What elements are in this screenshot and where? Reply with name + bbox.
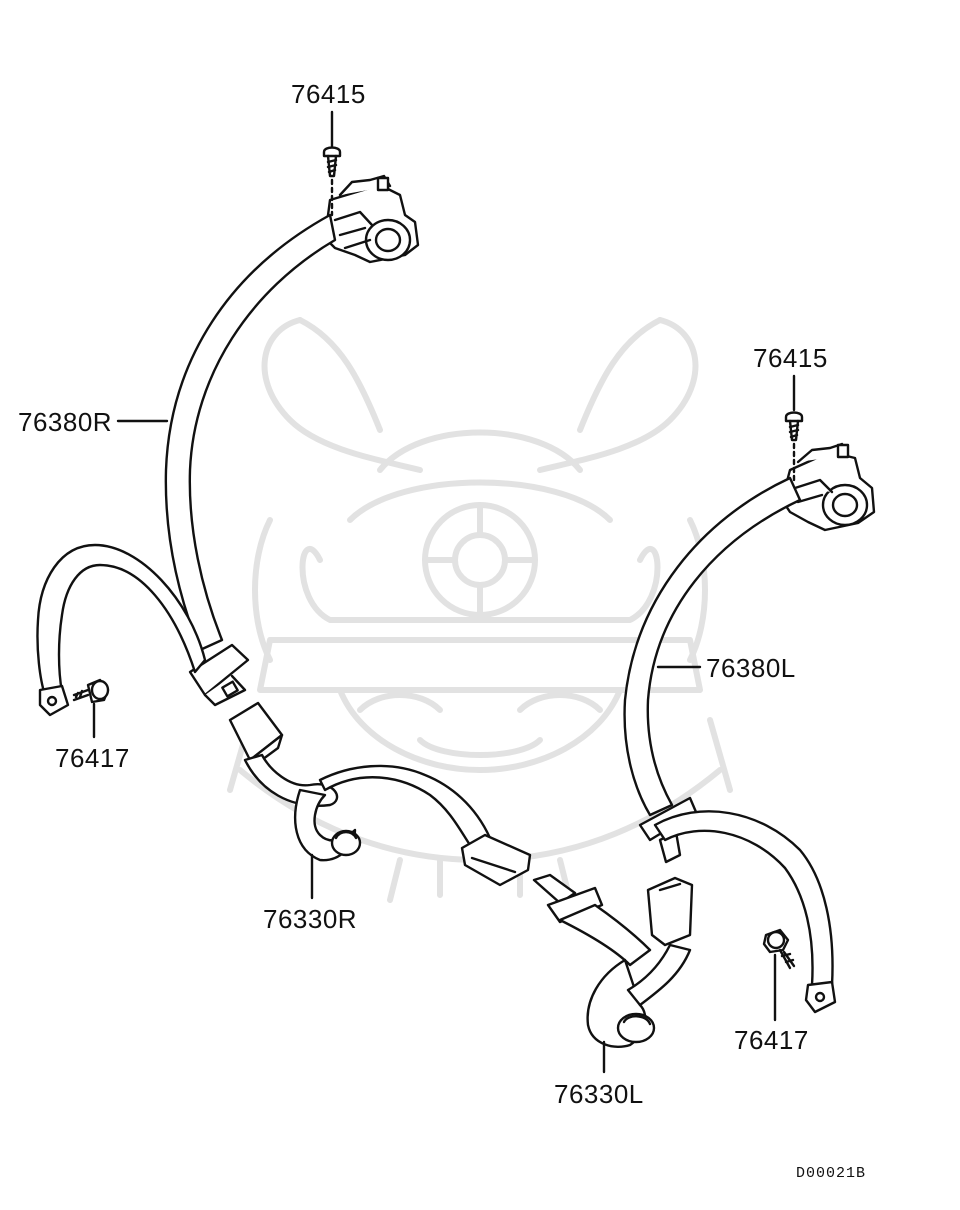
belt-76380r (164, 213, 337, 707)
label-76330l: 76330L (554, 1079, 644, 1109)
screw-76415-right (322, 146, 342, 178)
retractor-right (323, 174, 420, 264)
lap-belt-left (653, 810, 837, 1014)
label-76417-right: 76417 (55, 743, 130, 773)
label-76330r: 76330R (263, 904, 358, 934)
buckle-76330l (532, 873, 694, 1048)
screw-76415-left (784, 411, 804, 442)
label-76415-right: 76415 (291, 79, 366, 109)
drawing-code: D00021B (796, 1165, 867, 1182)
bolt-76417-left (762, 928, 796, 970)
label-76417-left: 76417 (734, 1025, 809, 1055)
label-76380l: 76380L (706, 653, 796, 683)
label-76415-left: 76415 (753, 343, 828, 373)
lap-belt-right (36, 543, 207, 717)
bolt-76417-right (72, 678, 110, 704)
label-76380r: 76380R (18, 407, 113, 437)
buckle-76330r (228, 701, 532, 887)
retractor-left (780, 442, 876, 532)
